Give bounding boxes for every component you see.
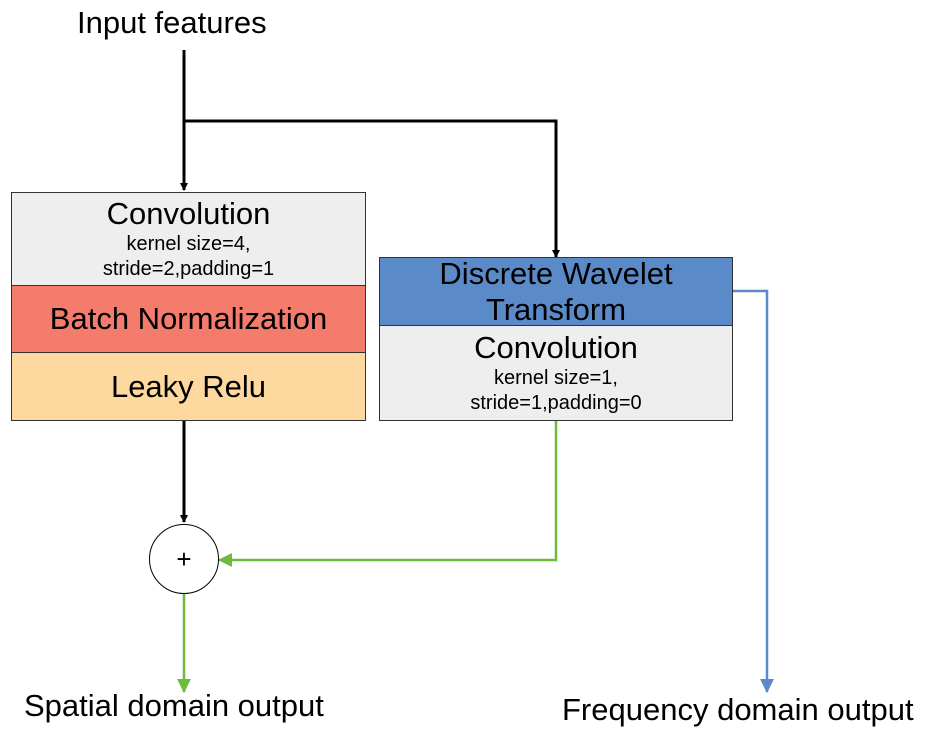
- frequency-output-label: Frequency domain output: [562, 692, 914, 727]
- spatial-conv-param2: stride=2,padding=1: [102, 257, 275, 280]
- frequency-conv-param1: kernel size=1,: [494, 366, 618, 389]
- spatial-conv-block: Convolution kernel size=4, stride=2,padd…: [11, 192, 366, 286]
- frequency-conv-param2: stride=1,padding=0: [470, 391, 642, 414]
- batch-normalization-label: Batch Normalization: [49, 301, 328, 337]
- frequency-conv-title: Convolution: [474, 330, 638, 366]
- spatial-output-label: Spatial domain output: [24, 688, 324, 723]
- dwt-line2: Transform: [485, 291, 627, 327]
- input-features-label: Input features: [77, 5, 267, 40]
- leaky-relu-block: Leaky Relu: [11, 352, 366, 421]
- dwt-line1: Discrete Wavelet: [439, 255, 673, 291]
- arrow-dwt-to-frequency-output: [733, 289, 774, 693]
- sum-node: +: [149, 524, 219, 594]
- batch-normalization-block: Batch Normalization: [11, 285, 366, 353]
- dwt-block: Discrete Wavelet Transform: [379, 255, 733, 327]
- spatial-conv-title: Convolution: [106, 196, 271, 232]
- leaky-relu-label: Leaky Relu: [110, 368, 267, 404]
- arrow-input-to-dwt: [184, 119, 560, 258]
- arrow-freqconv-to-sum: [218, 421, 558, 567]
- frequency-conv-block: Convolution kernel size=1, stride=1,padd…: [379, 325, 733, 421]
- spatial-conv-param1: kernel size=4,: [126, 232, 251, 255]
- sum-symbol: +: [176, 543, 192, 574]
